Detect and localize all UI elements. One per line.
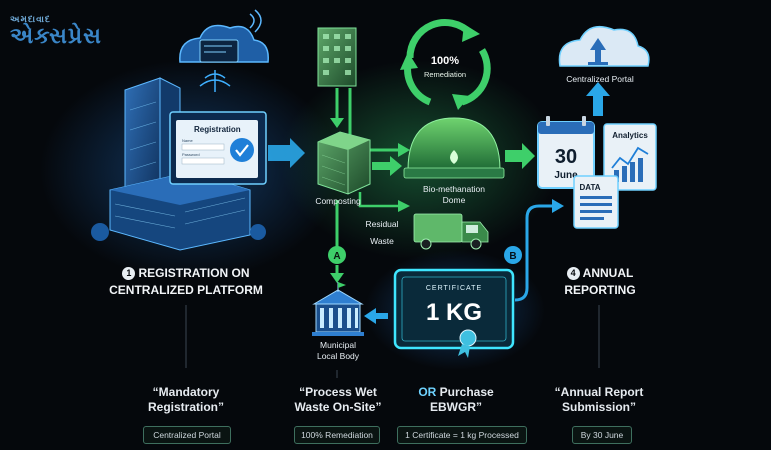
bio-methanation-dome-icon — [403, 117, 505, 179]
data-report-icon: DATA — [573, 175, 619, 229]
step-4-number: 4 — [566, 267, 580, 280]
svg-text:Analytics: Analytics — [612, 131, 648, 140]
residual-waste-label: Residual Waste — [365, 219, 399, 246]
quote-mandatory-registration: “Mandatory Registration” — [147, 385, 224, 414]
pill-certificate-rule: 1 Certificate = 1 kg Processed — [397, 426, 527, 444]
cloud-icon — [179, 9, 269, 63]
calendar-icon: 30 June — [537, 116, 595, 189]
svg-text:June: June — [554, 170, 578, 181]
quote-annual-report: “Annual Report Submission” — [554, 385, 644, 414]
quote-process-wet-waste: “Process Wet Waste On-Site” — [294, 385, 382, 414]
dome-label: Bio-methanation Dome — [423, 184, 485, 205]
composting-label: Composting — [315, 196, 361, 206]
brand-top: અમદાવાદ — [10, 14, 51, 24]
brand-main: એક્સપ્રેસ — [10, 23, 102, 48]
registration-screen: Registration Name Password — [169, 111, 267, 185]
pill-deadline: By 30 June — [572, 426, 632, 444]
pill-remediation: 100% Remediation — [294, 426, 380, 444]
branch-b-label: B — [509, 251, 516, 262]
quote-purchase: Purchase — [436, 385, 494, 399]
composting-bin-icon — [317, 131, 371, 195]
cycle-percent: 100% — [431, 55, 459, 67]
svg-text:Password: Password — [182, 152, 200, 157]
svg-text:30: 30 — [555, 146, 577, 168]
svg-text:DATA: DATA — [579, 183, 600, 192]
step-1-line2: CENTRALIZED PLATFORM — [109, 283, 263, 297]
step-4-line2: REPORTING — [564, 283, 636, 297]
quote-purchase-ebwgr: OR Purchase EBWGR” — [400, 385, 512, 415]
step-1-line1: REGISTRATION ON — [138, 266, 250, 280]
branch-a-label: A — [333, 251, 340, 262]
svg-text:1 KG: 1 KG — [426, 299, 482, 326]
portal-cloud-icon — [558, 25, 650, 67]
municipal-label: Municipal Local Body — [316, 340, 360, 361]
analytics-report-icon: Analytics — [603, 123, 657, 191]
quote-ebwgr: EBWGR” — [430, 400, 482, 414]
recycle-cycle-icon — [400, 19, 491, 110]
cycle-label: Remediation — [424, 70, 466, 79]
certificate-card: CERTIFICATE 1 KG — [393, 268, 515, 358]
quote-or: OR — [418, 385, 437, 399]
step-1-number: 1 — [122, 267, 136, 280]
garbage-truck-icon — [413, 213, 489, 250]
step-4-line1: ANNUAL — [582, 266, 634, 280]
svg-text:Registration: Registration — [194, 125, 241, 134]
svg-text:Name: Name — [182, 138, 193, 143]
brand-logo: અમદાવાદ એક્સપ્રેસ — [10, 14, 102, 49]
apartment-building-icon — [317, 27, 357, 87]
pill-centralized-portal: Centralized Portal — [143, 426, 231, 444]
svg-text:CERTIFICATE: CERTIFICATE — [426, 285, 482, 292]
portal-label: Centralized Portal — [566, 74, 634, 84]
municipal-building-icon — [312, 282, 364, 336]
